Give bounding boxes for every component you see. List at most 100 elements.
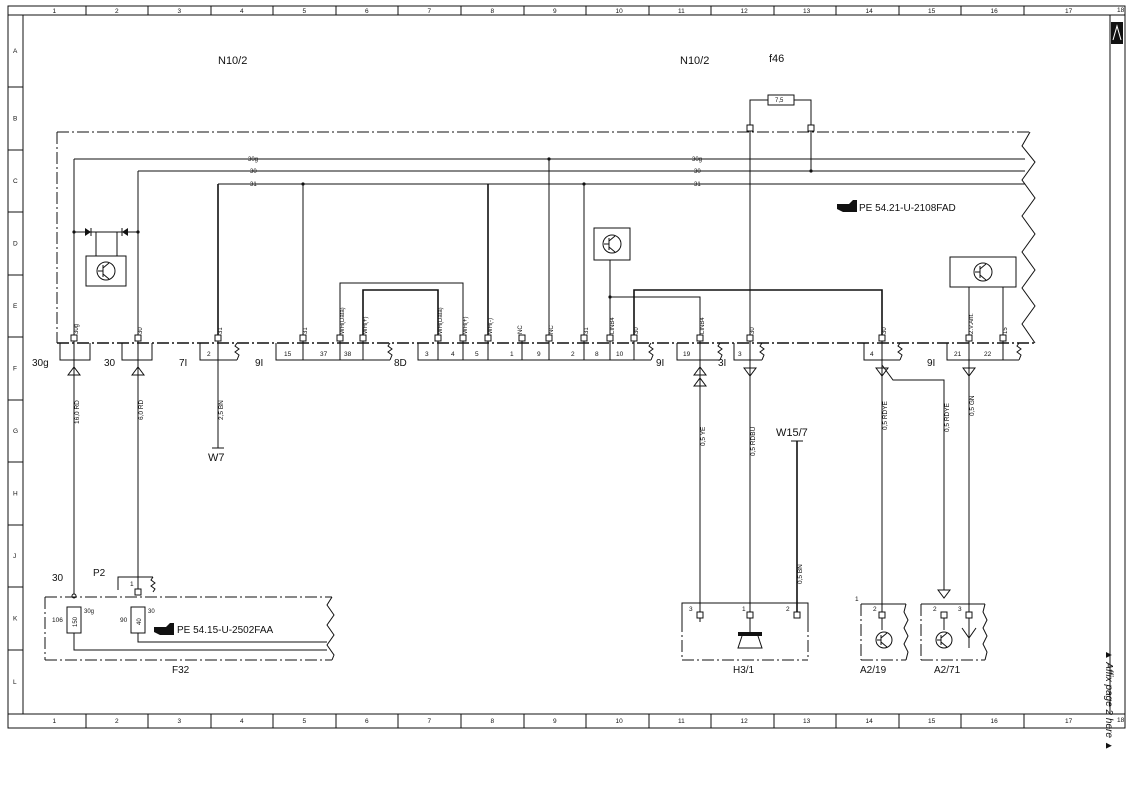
speaker-pin-1: 1: [742, 606, 746, 613]
pin-22: 22: [984, 351, 992, 358]
pinfunc-30: 30: [138, 327, 144, 334]
pinfunc-30c: 30: [750, 327, 756, 334]
column-label: 12: [741, 8, 749, 15]
pinfunc-wh-plus1: WH(+): [363, 317, 369, 335]
connector-30: 30: [104, 358, 116, 369]
pinfunc-linb4b: LINB4: [700, 317, 706, 334]
pin-15: 15: [284, 351, 292, 358]
fuse-box-label-30: 30: [52, 573, 64, 584]
pin-terminal: [214, 334, 222, 342]
component-a2-71: 2 3 A2/71: [920, 603, 988, 676]
row-label: K: [13, 616, 18, 623]
column-label: 1: [53, 718, 57, 725]
column-dividers: [85, 6, 1025, 728]
pinfunc-wh-plus2: WH(+): [463, 317, 469, 335]
pin-terminal: [965, 334, 973, 342]
pin-terminal: [434, 334, 442, 342]
row-label: C: [13, 178, 18, 185]
column-label: 10: [616, 718, 624, 725]
column-label: 8: [491, 8, 495, 15]
pin-4b: 4: [870, 351, 874, 358]
pin-3: 3: [425, 351, 429, 358]
a2-71-pin-2: 2: [933, 606, 937, 613]
connector-7i: 7I: [179, 358, 187, 369]
pin-terminal: [299, 334, 307, 342]
column-label: 8: [491, 718, 495, 725]
a2-71-label: A2/71: [934, 665, 961, 676]
pin-terminal: [545, 334, 553, 342]
pointing-hand-icon: [154, 623, 174, 635]
internal-links: [217, 131, 1017, 335]
fuse-box-40: 40: [137, 618, 143, 625]
connector-9i-b: 9I: [656, 358, 664, 369]
column-label: 17: [1065, 8, 1073, 15]
bus-label-30-right: 30: [694, 169, 701, 175]
module-boundary: [56, 131, 1036, 344]
transistor-right-icon: [973, 262, 993, 282]
connector-9i-a: 9I: [255, 358, 263, 369]
column-label: 5: [303, 8, 307, 15]
column-label: 1: [53, 8, 57, 15]
pinfunc-31c: 31: [584, 327, 590, 334]
a2-19-label: A2/19: [860, 665, 887, 676]
column-label: 11: [678, 8, 685, 15]
row-label: H: [13, 491, 18, 498]
pinfunc-wh-data2: WH(Data): [438, 307, 444, 334]
bus-label-30-left: 30: [250, 169, 257, 175]
pin-functions: 30g 30 31 31 WH(Data) WH(+) WH(Data) WH(…: [74, 307, 1009, 334]
corner-number-bottom: 18: [1117, 717, 1125, 724]
pin-terminal: [70, 334, 78, 342]
fuse-box-30g: 30g: [84, 609, 94, 615]
pin-numbers: 2 15 37 38 3 4 5 1 9 2 8 10 19 3 4 21 22: [207, 351, 992, 358]
row-label: D: [13, 241, 18, 248]
component-p2: P2: [93, 568, 106, 579]
pinfunc-31a: 31: [218, 327, 224, 334]
pinfunc-linb4a: LINB4: [610, 317, 616, 334]
row-label: F: [13, 366, 17, 373]
connectors: 30g 30 7I 9I 8D 9I 3I 9I: [32, 342, 1022, 369]
speaker-pin-2: 2: [786, 606, 790, 613]
antenna-icon: [961, 627, 977, 648]
column-label: 13: [803, 8, 811, 15]
pin-terminal: [606, 334, 614, 342]
pin-terminal: [878, 334, 886, 342]
column-label: 6: [365, 8, 369, 15]
column-label: 13: [803, 718, 811, 725]
fuse-box-106: 106: [52, 617, 63, 624]
speaker-label: H3/1: [733, 665, 755, 676]
pinfunc-wh-minus: WH(-): [488, 318, 494, 334]
row-label: B: [13, 116, 17, 123]
row-label: L: [13, 679, 17, 686]
wire-0-5-rdye-a: 0,5 RDYE: [882, 400, 889, 430]
connector-3i: 3I: [718, 358, 726, 369]
reference-main: PE 54.21-U-2108FAD: [837, 200, 956, 214]
transistor-a2-19-icon: [875, 631, 893, 649]
pinfunc-31b: 31: [303, 327, 309, 334]
corner-number-top: 18: [1117, 7, 1125, 14]
pin-terminal: [696, 334, 704, 342]
bus-label-31-right: 31: [694, 182, 701, 188]
column-label: 4: [240, 718, 244, 725]
wire-16-rd: 16,0 RD: [74, 400, 81, 424]
a2-19-pin-2: 2: [873, 606, 877, 613]
horn-icon: [737, 632, 763, 649]
column-label: 7: [428, 8, 432, 15]
component-a2-19: 1 2 A2/19: [855, 596, 909, 676]
column-label: 11: [678, 718, 685, 725]
external-wires: 16,0 RD 6,0 RD 2,5 BN 0,5 YE 0,5 RDBU 0,…: [67, 360, 976, 612]
bus-label-30g-left: 30g: [248, 157, 258, 163]
pin-8: 8: [595, 351, 599, 358]
row-label: E: [13, 303, 18, 310]
column-label: 6: [365, 718, 369, 725]
fuse-box-30: 30: [148, 609, 155, 615]
pin-2: 2: [207, 351, 211, 358]
a2-19-pin-1: 1: [855, 596, 859, 603]
pin-terminal: [518, 334, 526, 342]
column-label: 14: [866, 718, 874, 725]
fuse-box-pin-1: 1: [130, 581, 134, 588]
row-label: A: [13, 48, 18, 55]
component-n10-2-left: N10/2: [218, 55, 247, 67]
column-label: 4: [240, 8, 244, 15]
fuse-f46-value: 7,5: [775, 98, 784, 104]
